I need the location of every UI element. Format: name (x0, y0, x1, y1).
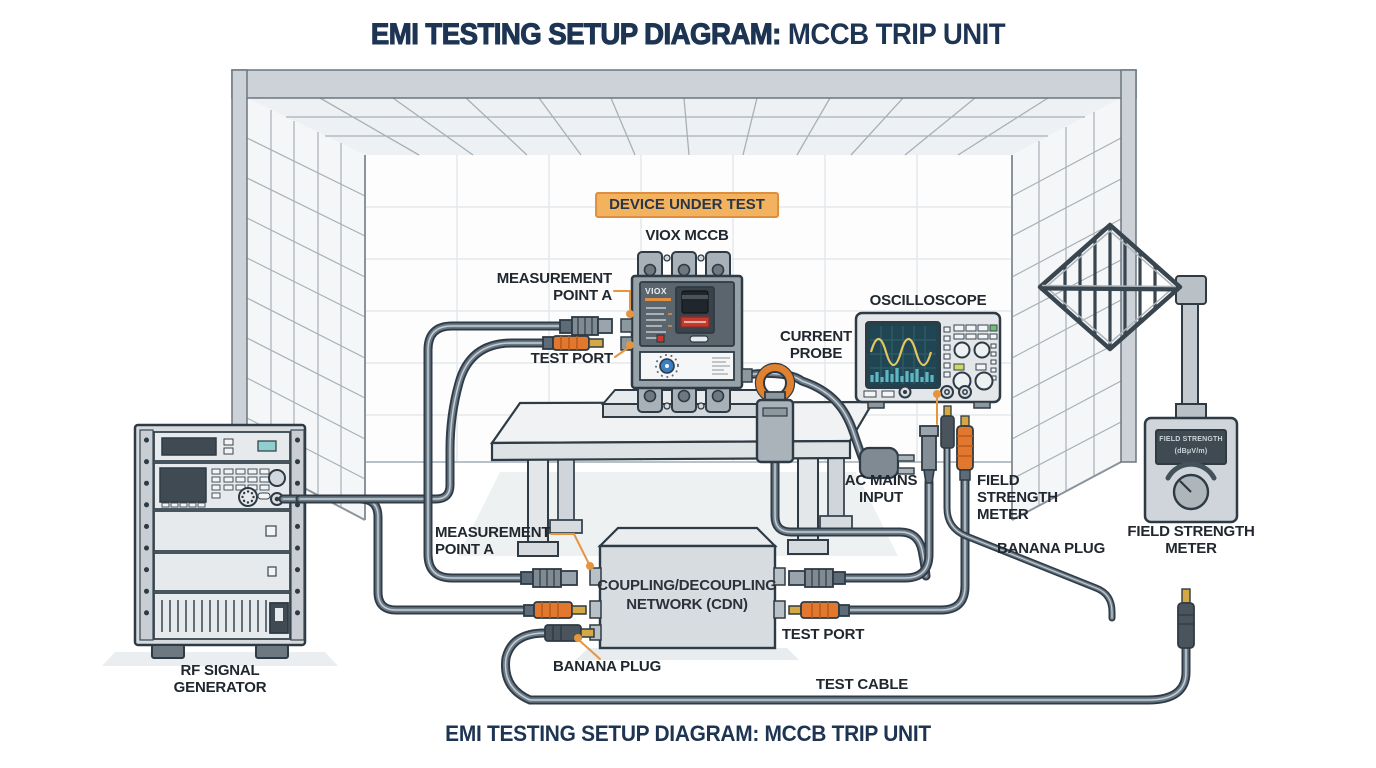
label-field-strength-meter-room: FIELD STRENGTH METER (977, 472, 1058, 523)
label-current-probe: CURRENT PROBE (780, 328, 852, 362)
label-oscilloscope: OSCILLOSCOPE (869, 292, 987, 309)
label-ac-mains-input: AC MAINS INPUT (844, 472, 918, 506)
cable-cdn-to-scope-banana (844, 475, 970, 615)
page-title: EMI TESTING SETUP DIAGRAM: MCCB TRIP UNI… (370, 17, 1006, 51)
label-test-port-top: TEST PORT (530, 350, 614, 367)
leader-lines (550, 290, 941, 660)
bnc-connector-cdn-right (788, 568, 846, 588)
bnc-connector-scope (919, 425, 939, 484)
rf-signal-generator (133, 423, 307, 659)
dark-plug-scope (940, 405, 955, 449)
caption-title: EMI TESTING SETUP DIAGRAM: MCCB TRIP UNI… (445, 721, 931, 746)
label-banana-plug-right: BANANA PLUG (996, 540, 1106, 557)
page-title-strong: EMI TESTING SETUP DIAGRAM: (370, 17, 781, 51)
ac-mains-plug (858, 446, 915, 480)
mccb-device (620, 251, 753, 413)
label-rf-signal-generator: RF SIGNAL GENERATOR (173, 662, 267, 696)
cable-mccb-testport (295, 338, 548, 504)
banana-plug-scope (956, 415, 974, 481)
dark-plug-meter (1177, 588, 1195, 649)
bnc-connector-mccb (559, 316, 613, 336)
banana-plug-mccb (542, 335, 604, 351)
cable-test-cable (501, 628, 1191, 705)
cable-scope-to-meter (943, 444, 1116, 622)
label-banana-plug-left: BANANA PLUG (552, 658, 662, 675)
current-probe (754, 362, 796, 464)
label-test-port-bottom: TEST PORT (781, 626, 865, 643)
field-strength-meter-device (1143, 403, 1239, 524)
connectors (520, 316, 1195, 649)
label-field-strength-meter-device: FIELD STRENGTH METER (1127, 523, 1255, 557)
label-test-cable: TEST CABLE (815, 676, 909, 693)
label-measurement-point-a-top: MEASUREMENT POINT A (496, 270, 613, 304)
label-measurement-point-a-bottom: MEASUREMENT POINT A (435, 524, 551, 558)
banana-plug-cdn-right (788, 601, 850, 619)
cables (278, 321, 1191, 705)
bnc-connector-cdn-left (520, 568, 578, 588)
banana-plug-cdn-left (523, 601, 587, 619)
oscilloscope-device (854, 311, 1002, 409)
device-under-test-badge: DEVICE UNDER TEST (595, 192, 779, 218)
label-cdn: COUPLING/DECOUPLING NETWORK (CDN) (597, 577, 777, 613)
cable-ac-mains (735, 368, 869, 467)
cdn-box (576, 526, 799, 660)
mccb-brand-text: VIOX (645, 286, 667, 296)
dark-plug-cdn (544, 624, 595, 642)
cable-cdn-to-scope-bnc (840, 477, 934, 583)
cable-measurement-point-a (423, 321, 565, 583)
page-title-rest: MCCB TRIP UNIT (780, 18, 1006, 51)
label-viox-mccb: VIOX MCCB (645, 227, 729, 244)
biconical-antenna (1037, 222, 1207, 419)
meter-display-text: FIELD STRENGTH (dBμV/m) (1159, 436, 1223, 455)
